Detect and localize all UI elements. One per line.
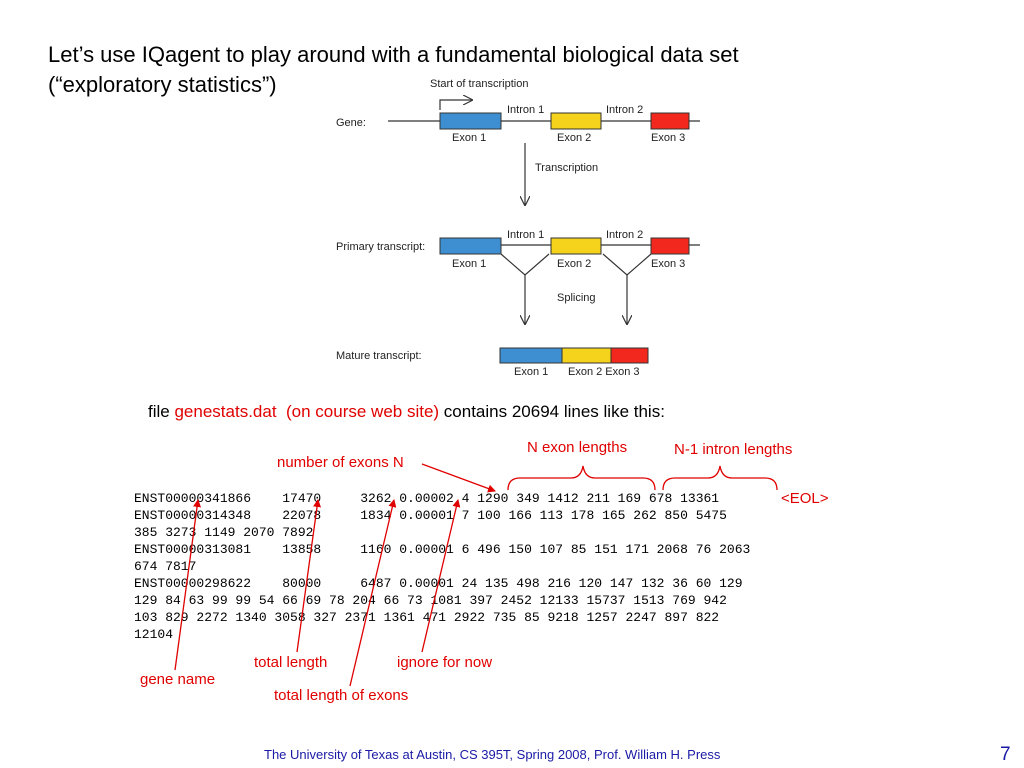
slide-title: Let’s use IQagent to play around with a …: [48, 40, 739, 100]
primary-exon3-label: Exon 3: [651, 258, 685, 270]
number-of-exons-arrow-icon: [421, 463, 496, 493]
file-prefix: file: [148, 402, 175, 421]
total-exon-length-label: total length of exons: [274, 687, 409, 704]
gene-exon2-label: Exon 2: [557, 132, 591, 144]
title-line-1: Let’s use IQagent to play around with a …: [48, 42, 739, 67]
gene-name-label: gene name: [140, 671, 216, 688]
gene-exon3-label: Exon 3: [651, 132, 685, 144]
page-number: 7: [1000, 744, 1011, 765]
data-line-1: ENST00000341866 17470 3262 0.00002 4 129…: [134, 491, 720, 506]
gene-exon1-box: [439, 112, 502, 130]
data-line-7: 129 84 63 99 99 54 66 69 78 204 66 73 10…: [134, 593, 727, 608]
primary-exon1-box: [439, 237, 502, 255]
mature-exon23-label: Exon 2 Exon 3: [568, 366, 640, 378]
transcription-label: Transcription: [535, 162, 598, 174]
primary-intron2-label: Intron 2: [606, 229, 643, 241]
file-suffix: contains 20694 lines like this:: [439, 402, 665, 421]
exon-lengths-brace: [507, 465, 656, 491]
data-line-3: 385 3273 1149 2070 7892: [134, 525, 314, 540]
splice-v-1: [500, 253, 550, 276]
data-line-4: ENST00000313081 13858 1160 0.00001 6 496…: [134, 542, 751, 557]
start-arrow-icon: [439, 100, 472, 110]
primary-exon2-label: Exon 2: [557, 258, 591, 270]
primary-exon2-box: [550, 237, 602, 255]
footer-text: The University of Texas at Austin, CS 39…: [264, 747, 721, 762]
file-location: (on course web site): [286, 402, 440, 421]
primary-exon3-box: [650, 237, 690, 255]
gene-label: Gene:: [336, 117, 366, 129]
data-line-2: ENST00000314348 22078 1834 0.00001 7 100…: [134, 508, 727, 523]
primary-transcript-label: Primary transcript:: [336, 241, 425, 253]
gene-intron1-label: Intron 1: [507, 104, 544, 116]
gene-intron2-label: Intron 2: [606, 104, 643, 116]
mature-exon3-box: [610, 347, 649, 364]
number-of-exons-label: number of exons N: [277, 454, 404, 471]
intron-lengths-brace: [662, 465, 778, 491]
data-line-6: ENST00000298622 80000 6487 0.00001 24 13…: [134, 576, 743, 591]
file-description: file genestats.dat (on course web site) …: [148, 402, 665, 422]
intron-lengths-label: N-1 intron lengths: [674, 441, 793, 458]
file-name: genestats.dat: [174, 402, 277, 421]
gene-exon1-label: Exon 1: [452, 132, 486, 144]
gene-exon3-box: [650, 112, 690, 130]
gene-exon2-box: [550, 112, 602, 130]
splicing-label: Splicing: [557, 292, 596, 304]
gene-splicing-diagram: Start of transcription Gene: Intron 1 In…: [336, 78, 700, 378]
n-exon-lengths-label: N exon lengths: [527, 439, 628, 456]
start-of-transcription-label: Start of transcription: [430, 78, 528, 90]
mature-transcript-label: Mature transcript:: [336, 350, 422, 362]
primary-intron1-label: Intron 1: [507, 229, 544, 241]
mature-exon1-label: Exon 1: [514, 366, 548, 378]
data-line-8: 103 829 2272 1340 3058 327 2371 1361 471…: [134, 610, 720, 625]
data-line-9: 12104: [134, 627, 174, 642]
total-length-label: total length: [254, 654, 328, 671]
mature-exon1-box: [499, 347, 563, 364]
eol-label: <EOL>: [781, 490, 829, 507]
ignore-label: ignore for now: [397, 654, 493, 671]
splice-v-2: [602, 253, 652, 276]
mature-exon2-box: [561, 347, 612, 364]
data-line-5: 674 7817: [134, 559, 197, 574]
title-line-2: (“exploratory statistics”): [48, 72, 277, 97]
primary-exon1-label: Exon 1: [452, 258, 486, 270]
